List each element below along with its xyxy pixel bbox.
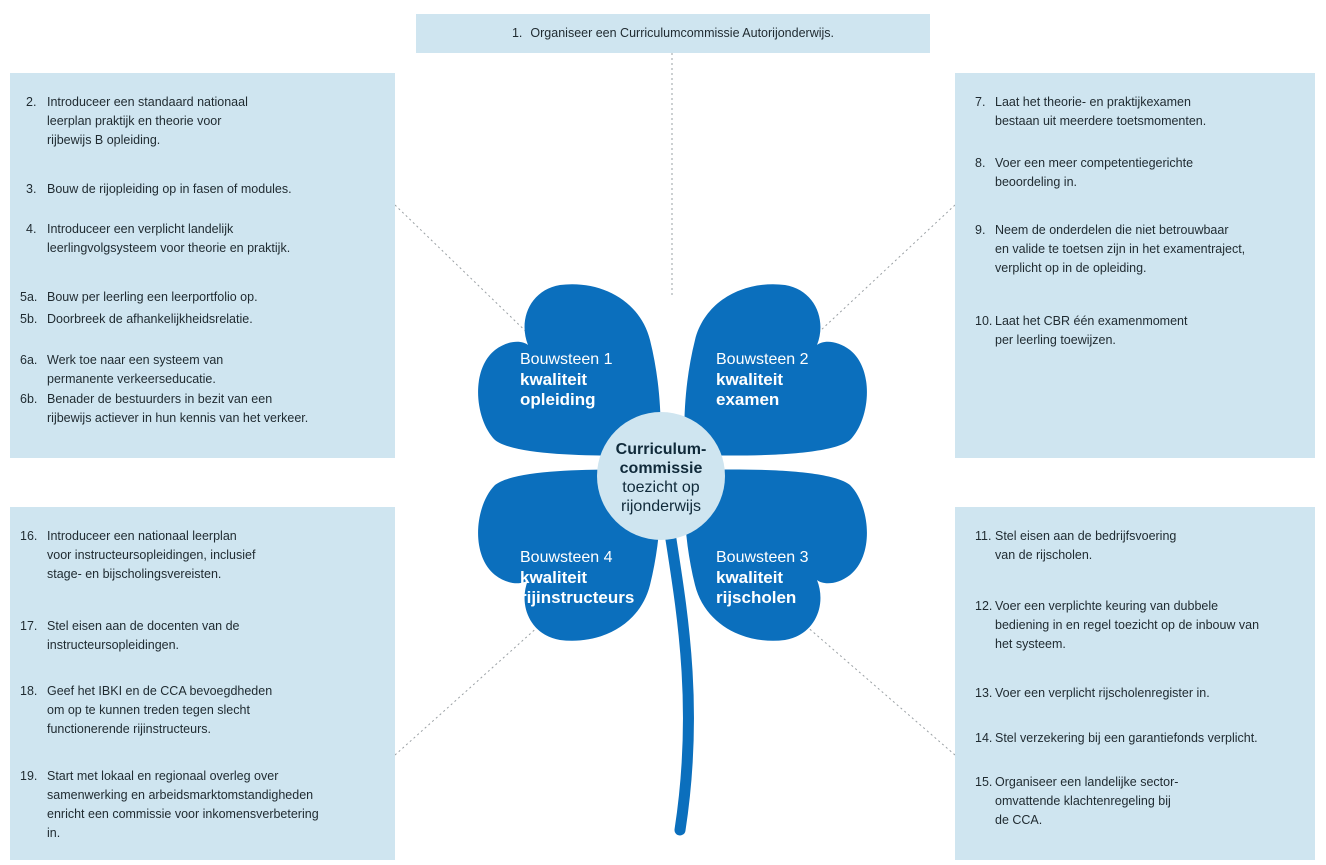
- item-number: 3.: [26, 182, 37, 196]
- leaf-1-title: Bouwsteen 1: [520, 351, 613, 368]
- item-text: Laat het theorie- en praktijkexamen best…: [995, 95, 1207, 128]
- leaf-4-subtitle: kwaliteit rijinstructeurs: [520, 568, 635, 607]
- item-text: Werk toe naar een systeem van permanente…: [47, 353, 224, 386]
- box-kwaliteit-rijinstructeurs: 16. Introduceer een nationaal leerplan v…: [10, 507, 395, 860]
- list-item: 11. Stel eisen aan de bedrijfsvoering va…: [975, 527, 1176, 565]
- item-number: 15.: [975, 775, 993, 789]
- leaf-2-subtitle: kwaliteit examen: [716, 370, 784, 409]
- item-number: 4.: [26, 222, 37, 236]
- list-item: 10. Laat het CBR één examenmoment per le…: [975, 312, 1187, 350]
- leaf-3-title: Bouwsteen 3: [716, 549, 809, 566]
- item-text: Stel eisen aan de docenten van de instru…: [47, 619, 240, 652]
- leaf-2-label: Bouwsteen 2 kwaliteit examen: [716, 350, 809, 410]
- item-number: 9.: [975, 223, 986, 237]
- item-text: Organiseer een Curriculumcommissie Autor…: [530, 26, 835, 40]
- center-label: Curriculum- commissie toezicht op rijond…: [596, 440, 726, 516]
- list-item: 6b. Benader de bestuurders in bezit van …: [20, 390, 308, 428]
- item-number: 6a.: [20, 353, 38, 367]
- box-kwaliteit-opleiding: 2. Introduceer een standaard nationaal l…: [10, 73, 395, 458]
- list-item: 14. Stel verzekering bij een garantiefon…: [975, 729, 1258, 748]
- item-number: 5a.: [20, 290, 38, 304]
- connector-bottom-left: [394, 624, 541, 756]
- list-item: 12. Voer een verplichte keuring van dubb…: [975, 597, 1259, 654]
- center-subtitle: toezicht op rijonderwijs: [620, 479, 702, 515]
- list-item: 1. Organiseer een Curriculumcommissie Aut…: [416, 24, 930, 43]
- leaf-1-subtitle: kwaliteit opleiding: [520, 370, 596, 409]
- item-text: Introduceer een standaard nationaal leer…: [47, 95, 248, 147]
- item-number: 12.: [975, 599, 993, 613]
- center-title: Curriculum- commissie: [615, 441, 707, 477]
- leaf-3-subtitle: kwaliteit rijscholen: [716, 568, 797, 607]
- list-item: 6a. Werk toe naar een systeem van perman…: [20, 351, 223, 389]
- leaf-4-label: Bouwsteen 4 kwaliteit rijinstructeurs: [520, 548, 634, 608]
- item-number: 5b.: [20, 312, 38, 326]
- list-item: 17. Stel eisen aan de docenten van de in…: [20, 617, 240, 655]
- item-text: Stel verzekering bij een garantiefonds v…: [995, 731, 1258, 745]
- list-item: 2. Introduceer een standaard nationaal l…: [26, 93, 248, 150]
- item-text: Voer een meer competentiegerichte beoord…: [995, 156, 1194, 189]
- leaf-3: [684, 469, 867, 641]
- item-number: 14.: [975, 731, 993, 745]
- item-text: Doorbreek de afhankelijkheidsrelatie.: [47, 312, 253, 326]
- item-number: 19.: [20, 769, 38, 783]
- item-number: 18.: [20, 684, 38, 698]
- item-number: 10.: [975, 314, 993, 328]
- item-number: 8.: [975, 156, 986, 170]
- connector-lines: [394, 53, 956, 756]
- item-text: Bouw per leerling een leerportfolio op.: [47, 290, 258, 304]
- item-text: Start met lokaal en regionaal overleg ov…: [47, 769, 319, 840]
- item-number: 11.: [975, 529, 992, 543]
- list-item: 7. Laat het theorie- en praktijkexamen b…: [975, 93, 1206, 131]
- item-text: Neem de onderdelen die niet betrouwbaar …: [995, 223, 1246, 275]
- item-number: 2.: [26, 95, 37, 109]
- item-text: Voer een verplicht rijscholenregister in…: [995, 686, 1210, 700]
- item-text: Benader de bestuurders in bezit van een …: [47, 392, 309, 425]
- list-item: 16. Introduceer een nationaal leerplan v…: [20, 527, 255, 584]
- item-number: 7.: [975, 95, 986, 109]
- connector-top-right: [804, 204, 956, 346]
- item-text: Organiseer een landelijke sector- omvatt…: [995, 775, 1179, 827]
- item-number: 1.: [511, 26, 523, 40]
- leaf-1-label: Bouwsteen 1 kwaliteit opleiding: [520, 350, 613, 410]
- item-number: 17.: [20, 619, 38, 633]
- item-text: Laat het CBR één examenmoment per leerli…: [995, 314, 1188, 347]
- list-item: 19. Start met lokaal en regionaal overle…: [20, 767, 319, 843]
- item-text: Introduceer een nationaal leerplan voor …: [47, 529, 256, 581]
- item-number: 13.: [975, 686, 993, 700]
- item-number: 16.: [20, 529, 38, 543]
- leaf-4-title: Bouwsteen 4: [520, 549, 613, 566]
- clover-stem: [662, 514, 694, 836]
- leaf-1: [478, 284, 661, 456]
- list-item: 3. Bouw de rijopleiding op in fasen of m…: [26, 180, 292, 199]
- box-kwaliteit-examen: 7. Laat het theorie- en praktijkexamen b…: [955, 73, 1315, 458]
- center-circle: [597, 412, 725, 540]
- item-text: Introduceer een verplicht landelijk leer…: [47, 222, 291, 255]
- item-text: Stel eisen aan de bedrijfsvoering van de…: [995, 529, 1177, 562]
- list-item: 4. Introduceer een verplicht landelijk l…: [26, 220, 290, 258]
- leaf-3-label: Bouwsteen 3 kwaliteit rijscholen: [716, 548, 809, 608]
- list-item: 15. Organiseer een landelijke sector- om…: [975, 773, 1178, 830]
- connector-top-left: [394, 204, 541, 346]
- list-item: 8. Voer een meer competentiegerichte beo…: [975, 154, 1193, 192]
- list-item: 5b. Doorbreek de afhankelijkheidsrelatie…: [20, 310, 253, 329]
- list-item: 18. Geef het IBKI en de CCA bevoegdheden…: [20, 682, 272, 739]
- box-kwaliteit-rijscholen: 11. Stel eisen aan de bedrijfsvoering va…: [955, 507, 1315, 860]
- list-item: 9. Neem de onderdelen die niet betrouwba…: [975, 221, 1245, 278]
- leaf-2-title: Bouwsteen 2: [716, 351, 809, 368]
- connector-bottom-right: [804, 624, 956, 756]
- list-item: 13. Voer een verplicht rijscholenregiste…: [975, 684, 1210, 703]
- item-text: Voer een verplichte keuring van dubbele …: [995, 599, 1260, 651]
- item-text: Geef het IBKI en de CCA bevoegdheden om …: [47, 684, 273, 736]
- item-text: Bouw de rijopleiding op in fasen of modu…: [47, 182, 292, 196]
- list-item: 5a. Bouw per leerling een leerportfolio …: [20, 288, 258, 307]
- leaf-2: [684, 284, 867, 456]
- top-box: 1. Organiseer een Curriculumcommissie Aut…: [416, 14, 930, 53]
- item-number: 6b.: [20, 392, 38, 406]
